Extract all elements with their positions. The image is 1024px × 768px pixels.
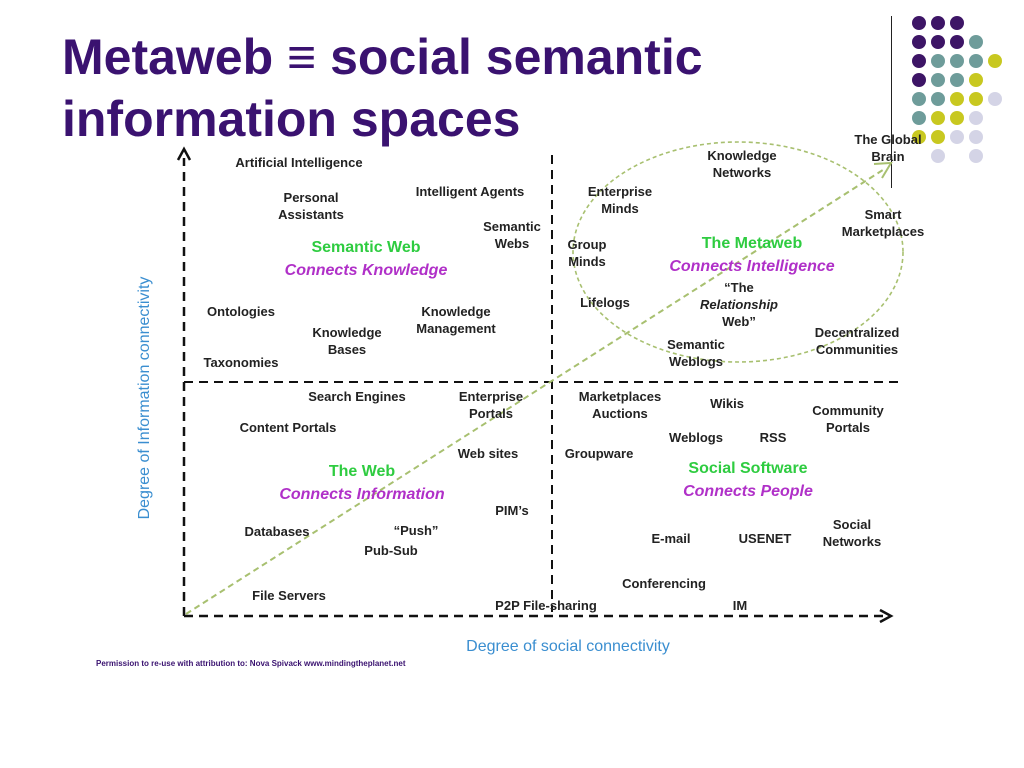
- decorative-dot: [912, 35, 926, 49]
- decorative-dot: [950, 54, 964, 68]
- decorative-dot: [931, 130, 945, 144]
- label-databases: Databases: [244, 524, 310, 539]
- label-artificial-intelligence: Artificial Intelligence: [235, 155, 363, 170]
- label-marketplaces-auctions: Marketplaces Auctions: [578, 389, 662, 421]
- decorative-dot: [931, 35, 945, 49]
- decorative-dot: [969, 149, 983, 163]
- decorative-dot: [950, 130, 964, 144]
- diagonal-arrowhead: [873, 161, 893, 179]
- label-ontologies: Ontologies: [207, 304, 275, 319]
- quadrant-social-software: Social Software Connects People: [683, 457, 813, 503]
- label-push: “Push”: [393, 523, 439, 538]
- label-usenet: USENET: [738, 531, 792, 546]
- decorative-dot: [950, 111, 964, 125]
- label-pims: PIM’s: [495, 503, 529, 518]
- label-smart-marketplaces: Smart Marketplaces: [841, 207, 925, 239]
- x-axis-label: Degree of social connectivity: [466, 638, 670, 655]
- label-the-global-brain: The Global Brain: [854, 132, 922, 164]
- label-search-engines: Search Engines: [308, 389, 406, 404]
- quadrant-tagline: Connects Information: [279, 486, 445, 503]
- slide-title: Metaweb ≡ social semantic information sp…: [62, 26, 862, 150]
- label-semantic-weblogs: Semantic Weblogs: [667, 337, 725, 369]
- y-axis-arrowhead: [176, 146, 192, 161]
- decorative-dot: [988, 54, 1002, 68]
- y-axis-label: Degree of Information connectivity: [136, 276, 153, 520]
- quadrant-tagline: Connects People: [683, 483, 813, 500]
- decorative-dot: [931, 92, 945, 106]
- attribution-credit: Permission to re-use with attribution to…: [96, 659, 406, 668]
- decorative-dot: [969, 130, 983, 144]
- decorative-dot: [950, 16, 964, 30]
- x-axis-arrowhead: [879, 608, 894, 624]
- decorative-dot: [931, 54, 945, 68]
- label-rss: RSS: [759, 430, 787, 445]
- label-conferencing: Conferencing: [622, 576, 706, 591]
- decorative-dot: [931, 16, 945, 30]
- quadrant-name: The Metaweb: [701, 235, 803, 252]
- label-im: IM: [732, 598, 748, 613]
- slide-title-line-1: Metaweb ≡ social semantic: [62, 29, 703, 85]
- decorative-dot: [931, 149, 945, 163]
- decorative-dot: [950, 92, 964, 106]
- label-web-sites: Web sites: [457, 446, 519, 461]
- label-p2p-file-sharing: P2P File-sharing: [495, 598, 597, 613]
- decorative-dot: [950, 73, 964, 87]
- label-relationship-web: “The Relationship Web”: [700, 279, 778, 330]
- quadrant-name: Social Software: [688, 460, 808, 477]
- label-lifelogs: Lifelogs: [580, 295, 630, 310]
- decorative-dot: [969, 73, 983, 87]
- relationship-web-line-3: Web”: [722, 314, 756, 329]
- decorative-dot: [912, 54, 926, 68]
- decorative-dot: [931, 73, 945, 87]
- decorative-dot: [950, 35, 964, 49]
- quadrant-name: The Web: [328, 463, 396, 480]
- quadrant-semantic-web: Semantic Web Connects Knowledge: [285, 236, 448, 282]
- slide-title-line-2: information spaces: [62, 91, 521, 147]
- label-taxonomies: Taxonomies: [203, 355, 279, 370]
- decorative-dot: [969, 111, 983, 125]
- label-email: E-mail: [651, 531, 691, 546]
- decorative-dot: [969, 35, 983, 49]
- quadrant-the-web: The Web Connects Information: [279, 460, 444, 506]
- decorative-divider-line: [891, 16, 892, 188]
- label-enterprise-portals: Enterprise Portals: [458, 389, 524, 421]
- decorative-dot: [931, 111, 945, 125]
- decorative-dot: [988, 92, 1002, 106]
- decorative-dot: [969, 54, 983, 68]
- label-semantic-webs: Semantic Webs: [483, 219, 541, 251]
- quadrant-tagline: Connects Knowledge: [284, 262, 448, 279]
- label-wikis: Wikis: [710, 396, 744, 411]
- quadrant-name: Semantic Web: [311, 239, 421, 256]
- quadrant-metaweb: The Metaweb Connects Intelligence: [669, 232, 834, 278]
- label-content-portals: Content Portals: [239, 420, 337, 435]
- label-community-portals: Community Portals: [812, 403, 884, 435]
- relationship-web-line-2: Relationship: [699, 297, 779, 312]
- label-knowledge-bases: Knowledge Bases: [312, 325, 382, 357]
- decorative-dot: [912, 73, 926, 87]
- metaweb-ellipse: [572, 141, 904, 363]
- decorative-dot: [912, 111, 926, 125]
- label-knowledge-management: Knowledge Management: [416, 304, 496, 336]
- diagonal-trend-arrow: [185, 167, 887, 615]
- label-pub-sub: Pub-Sub: [364, 543, 418, 558]
- label-file-servers: File Servers: [252, 588, 326, 603]
- label-knowledge-networks: Knowledge Networks: [707, 148, 777, 180]
- decorative-dot: [912, 16, 926, 30]
- decorative-dot: [969, 92, 983, 106]
- relationship-web-line-1: “The: [724, 280, 754, 295]
- decorative-dot: [912, 130, 926, 144]
- label-groupware: Groupware: [564, 446, 634, 461]
- quadrant-tagline: Connects Intelligence: [669, 258, 835, 275]
- decorative-dot: [912, 92, 926, 106]
- label-personal-assistants: Personal Assistants: [278, 190, 344, 222]
- label-group-minds: Group Minds: [567, 237, 607, 269]
- label-weblogs: Weblogs: [669, 430, 723, 445]
- label-intelligent-agents: Intelligent Agents: [415, 184, 525, 199]
- label-enterprise-minds: Enterprise Minds: [587, 184, 653, 216]
- label-social-networks: Social Networks: [822, 517, 882, 549]
- label-decentralized-communities: Decentralized Communities: [814, 325, 900, 357]
